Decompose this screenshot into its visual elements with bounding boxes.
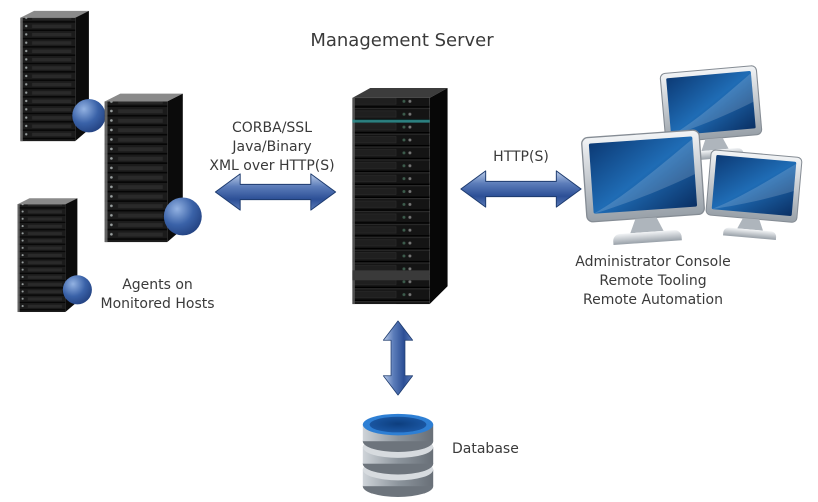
tower-top-face	[17, 198, 78, 205]
monitor-screen	[588, 136, 698, 214]
management-server-icon	[352, 87, 448, 305]
console-label: Administrator Console Remote Tooling Rem…	[575, 254, 731, 308]
tower-top-face	[20, 10, 89, 18]
network-sphere-icon	[62, 275, 92, 305]
diagram-title: Management Server	[310, 30, 494, 51]
database-label: Database	[452, 441, 519, 457]
monitor-stand	[630, 217, 664, 234]
monitor-base	[613, 230, 682, 245]
agents-server-link-label: CORBA/SSL Java/Binary XML over HTTP(S)	[209, 120, 335, 174]
rack-side-face	[429, 87, 448, 305]
tower-front-face	[17, 204, 66, 313]
agent-tower-icon-2	[104, 93, 202, 243]
rack-status-strip	[352, 119, 430, 123]
tower-top-face	[104, 93, 183, 102]
server-console-arrow-icon	[460, 170, 582, 208]
monitor-screen	[711, 155, 797, 216]
agent-tower-icon-3	[17, 198, 92, 313]
database-icon	[362, 413, 434, 497]
monitor-screen	[666, 71, 756, 136]
server-console-link-label: HTTP(S)	[493, 149, 549, 165]
agents-label: Agents on Monitored Hosts	[100, 277, 215, 312]
rack-top-face	[352, 87, 448, 98]
agent-tower-icon-1	[20, 10, 106, 142]
console-monitor-icon-right	[705, 149, 803, 240]
console-monitor-icon-back	[659, 65, 763, 161]
server-database-arrow-icon	[382, 320, 414, 396]
tower-front-face	[20, 17, 76, 142]
console-monitor-icon-front	[581, 129, 705, 245]
rack-drawer	[352, 270, 430, 281]
rack-front-face	[352, 97, 430, 305]
network-sphere-icon	[163, 197, 202, 236]
monitor-base	[723, 227, 777, 240]
network-sphere-icon	[72, 99, 106, 133]
agents-server-arrow-icon	[214, 173, 337, 211]
monitor-stand	[737, 217, 764, 231]
tower-front-face	[104, 101, 168, 243]
monitor-stand	[701, 137, 729, 152]
